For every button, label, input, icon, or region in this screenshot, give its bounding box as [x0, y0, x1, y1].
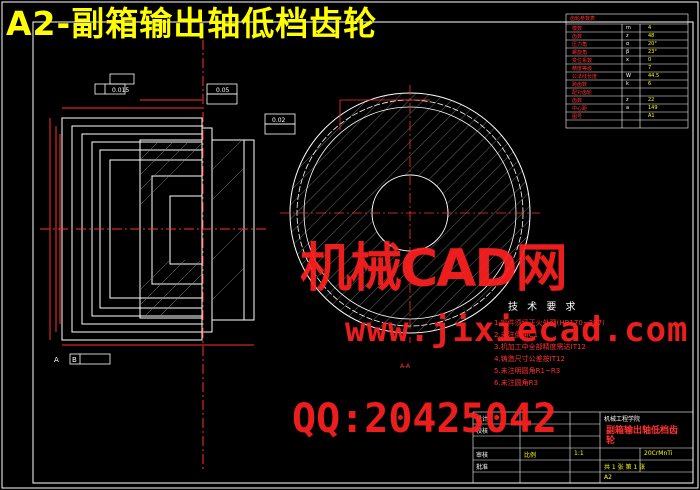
tb-scale-label: 比例	[524, 452, 537, 459]
param-row-7-sym: k	[626, 81, 629, 87]
tech-req-item-2: 2.未注倒角C1	[494, 331, 539, 339]
param-row-2-sym: α	[626, 41, 630, 47]
param-row-1-val: 48	[648, 33, 655, 39]
param-row-7-val: 6	[648, 81, 652, 87]
param-row-1-name: 齿数	[572, 34, 583, 40]
datum-a-label: A	[54, 356, 59, 364]
datum-b-label: B	[72, 356, 77, 364]
param-row-1-sym: z	[626, 33, 629, 39]
gear-front-view	[280, 85, 540, 343]
param-row-9-val: 22	[648, 97, 655, 103]
tb-row-review: 审核	[476, 452, 489, 459]
param-row-6-name: 公法线长度	[572, 74, 598, 80]
param-row-3-name: 螺旋角	[572, 50, 588, 56]
tb-drawing-no: A2	[604, 474, 612, 481]
param-row-6-val: 44.5	[648, 73, 660, 79]
param-row-3-val: 23°	[648, 49, 657, 55]
tb-row-design: 设计	[476, 416, 489, 423]
tolerance-frames	[69, 73, 296, 365]
param-row-4-sym: x	[626, 57, 629, 63]
param-row-8-name: 配对齿轮	[572, 90, 593, 96]
param-row-0-sym: m	[626, 25, 631, 31]
tech-req-item-5: 5.未注明圆角R1~R3	[494, 367, 561, 375]
param-row-2-name: 压力角	[572, 42, 588, 48]
tb-scale-value: 1:1	[574, 450, 584, 457]
param-row-4-name: 变位系数	[572, 58, 593, 64]
tb-part-name: 副箱输出轴低档齿轮	[606, 426, 679, 446]
param-row-0-val: 4	[648, 25, 652, 31]
param-row-3-sym: β	[626, 49, 630, 55]
tech-req-item-3: 3.机加工中全部精度需达IT12	[494, 343, 586, 351]
param-row-2-val: 20°	[648, 41, 657, 47]
tb-row-approve: 批准	[476, 464, 489, 471]
param-row-9-sym: z	[626, 97, 629, 103]
tb-material: 20CrMnTi	[644, 450, 673, 457]
section-hatch	[139, 139, 245, 317]
param-row-4-val: 0	[648, 57, 652, 63]
param-table-header: 齿轮参数表	[570, 16, 596, 22]
tech-req-item-1: 1.锻件须经正火处理(HB170~207)	[494, 319, 605, 327]
section-label: A-A	[400, 363, 411, 370]
param-row-5-name: 精度等级	[572, 66, 593, 72]
tb-school: 机械工程学院	[604, 416, 641, 423]
tolerance-value-3: 0.02	[272, 117, 286, 124]
param-row-10-sym: a	[626, 105, 630, 111]
param-row-9-name: 齿数	[572, 98, 583, 104]
title-block	[472, 411, 694, 484]
inner-frame	[32, 21, 694, 484]
tolerance-value-1: 0.015	[112, 87, 129, 94]
param-row-5-val: 7	[648, 65, 652, 71]
watermark-qq: QQ:20425042	[292, 396, 557, 442]
watermark-site-name: 机械CAD网	[300, 239, 568, 299]
param-row-7-name: 跨齿数	[572, 82, 588, 88]
param-row-10-val: 149	[648, 105, 658, 111]
param-row-6-sym: W	[626, 73, 631, 79]
param-row-11-name: 图号	[572, 114, 583, 120]
watermark-url: www.jixiecad.com	[345, 310, 689, 350]
tech-requirements-heading: 技 术 要 求	[508, 302, 579, 313]
tb-sheet: 共 1 张 第 1 张	[604, 464, 646, 471]
gear-section-view	[40, 40, 268, 470]
param-row-10-name: 中心距	[572, 106, 588, 112]
tolerance-value-2: 0.05	[216, 87, 230, 94]
tb-row-check: 校核	[476, 428, 489, 435]
param-row-0-name: 模数	[572, 26, 583, 32]
param-row-11-val: A1	[648, 113, 655, 119]
tech-req-item-6: 6.未注圆角R3	[494, 379, 538, 387]
drawing-title: A2-副箱输出轴低档齿轮	[6, 4, 378, 43]
tech-req-item-4: 4.铸造尺寸公差按IT12	[494, 355, 565, 363]
param-table	[565, 13, 689, 129]
